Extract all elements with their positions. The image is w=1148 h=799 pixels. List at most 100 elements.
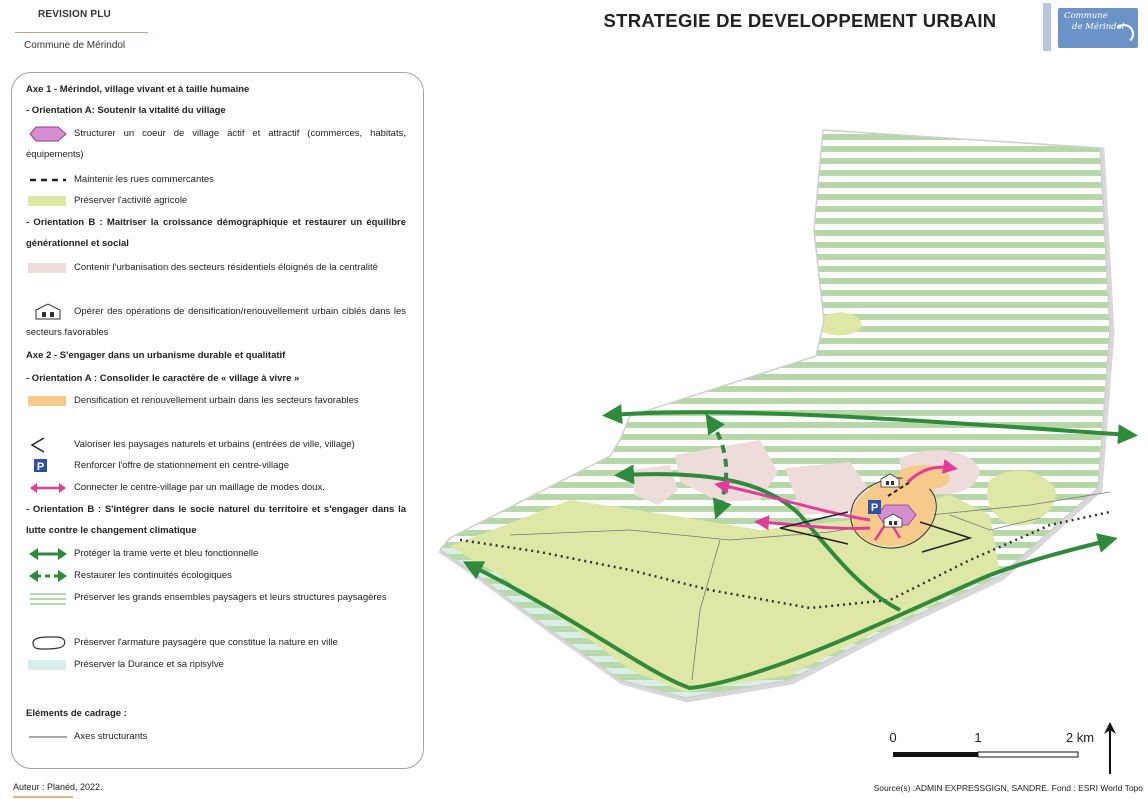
legend-coeur-text: Structurer un coeur de village actif et … <box>26 128 406 160</box>
commune-logo: Commune de Mérindol <box>1058 8 1138 48</box>
legend-item-coeur: Structurer un coeur de village actif et … <box>26 123 406 165</box>
legend-modes-text: Connecter le centre-village par un maill… <box>74 482 325 493</box>
green-corridor-west <box>614 464 901 612</box>
road-axis-east <box>949 514 1041 531</box>
legend-cadrage-text: Eléments de cadrage : <box>26 708 127 719</box>
green-dashed-arrow-icon <box>29 570 67 582</box>
legend-orientA-heading: - Orientation A: Soutenir la vitalité du… <box>26 100 406 121</box>
armature-outline-icon <box>32 636 66 650</box>
landscape-entry-chevron-west <box>779 511 849 545</box>
logo-swirl-icon <box>1114 24 1134 44</box>
soft-mobility-link-short-2 <box>873 524 887 541</box>
scale-tick-1: 1 <box>974 730 981 745</box>
legend-axes-text: Axes structurants <box>74 731 148 742</box>
legend-paysages-text: Valoriser les paysages naturels et urbai… <box>74 439 355 450</box>
green-corridor-north <box>602 404 1138 445</box>
legend-agri-text: Préserver l'activité agricole <box>74 195 188 206</box>
legend-item-operer: Opérer des opérations de densification/r… <box>26 301 406 343</box>
densification-house-marker-1 <box>880 473 900 488</box>
logo-accent-bar <box>1043 3 1051 51</box>
legend-item-rues: Maintenir les rues commercantes <box>26 169 406 190</box>
legend-orientA-text: - Orientation A: Soutenir la vitalité du… <box>26 105 226 116</box>
scale-segment-black <box>893 752 978 757</box>
parking-letter: P <box>37 461 44 473</box>
header-divider <box>15 32 148 33</box>
revision-label: REVISION PLU <box>38 9 111 20</box>
legend-parking-text: Renforcer l'offre de stationnement en ce… <box>74 460 289 471</box>
legend-contenir-text: Contenir l'urbanisation des secteurs rés… <box>74 262 378 273</box>
legend-item-ensembles: Préserver les grands ensembles paysagers… <box>26 587 406 608</box>
legend-ensembles-text: Préserver les grands ensembles paysagers… <box>74 592 387 603</box>
legend-item-trame: Protéger la trame verte et bleu fonction… <box>26 543 406 564</box>
soft-mobility-link-west <box>714 479 871 522</box>
legend-item-paysages: Valoriser les paysages naturels et urbai… <box>26 434 406 455</box>
legend-rues-text: Maintenir les rues commercantes <box>74 174 214 185</box>
densification-house-marker-2 <box>883 513 903 528</box>
hatch-lines-icon <box>30 593 66 605</box>
map-legend: Axe 1 - Mérindol, village vivant et à ta… <box>11 72 424 769</box>
soft-mobility-link-north <box>906 459 958 484</box>
legend-continuites-text: Restaurer les continuités écologiques <box>74 570 232 581</box>
logo-text-1: Commune <box>1064 11 1108 21</box>
header-left: REVISION PLU Commune de Mérindol <box>0 0 150 60</box>
legend-orientB2-text: - Orientation B : S'intégrer dans le soc… <box>26 504 406 536</box>
legend-item-axes: Axes structurants <box>26 726 406 747</box>
agri-swatch-icon <box>28 196 66 206</box>
commune-label: Commune de Mérindol <box>24 40 126 51</box>
legend-orientA2-heading: - Orientation A : Consolider le caractèr… <box>26 368 406 389</box>
thin-line-icon <box>29 736 67 738</box>
scale-tick-0: 0 <box>889 730 896 745</box>
coeur-hexagon-icon <box>29 126 67 142</box>
author-underline <box>13 796 73 798</box>
legend-item-durance: Préserver la Durance et sa ripisylve <box>26 654 406 675</box>
legend-orientA2-text: - Orientation A : Consolider le caractèr… <box>26 373 300 384</box>
legend-axe1-heading: Axe 1 - Mérindol, village vivant et à ta… <box>26 79 406 100</box>
road-axis-main <box>509 491 1111 541</box>
legend-axe2-text: Axe 2 - S'engager dans un urbanisme dura… <box>26 350 286 361</box>
legend-item-agri: Préserver l'activité agricole <box>26 190 406 211</box>
legend-orientB-text: - Orientation B : Maitriser la croissanc… <box>26 217 406 249</box>
legend-item-densif: Densification et renouvellement urbain d… <box>26 390 406 411</box>
scale-segment-white <box>977 751 1079 758</box>
legend-axe1-text: Axe 1 - Mérindol, village vivant et à ta… <box>26 84 250 95</box>
parking-marker-letter: P <box>871 502 878 514</box>
landscape-chevron-icon <box>30 437 45 453</box>
legend-orientB-heading: - Orientation B : Maitriser la croissanc… <box>26 212 406 254</box>
ecological-continuity-dashed <box>705 413 732 520</box>
scale-tick-2: 2 km <box>1066 730 1094 745</box>
green-double-arrow-icon <box>29 548 67 560</box>
legend-item-continuites: Restaurer les continuités écologiques <box>26 565 406 586</box>
parking-icon: P <box>34 459 47 473</box>
legend-operer-text: Opérer des opérations de densification/r… <box>26 306 406 338</box>
parking-marker <box>868 500 881 514</box>
legend-cadrage-heading: Eléments de cadrage : <box>26 703 406 724</box>
densification-orange-north <box>900 464 950 489</box>
logo-text-2: de Mérindol <box>1072 22 1125 32</box>
legend-armature-text: Préserver l'armature paysagère que const… <box>74 637 338 648</box>
legend-item-contenir: Contenir l'urbanisation des secteurs rés… <box>26 257 406 278</box>
legend-orientB2-heading: - Orientation B : S'intégrer dans le soc… <box>26 499 406 541</box>
agricultural-zone-north <box>820 312 862 336</box>
agricultural-zone-east <box>987 470 1056 526</box>
durance-swatch-icon <box>28 660 66 670</box>
legend-densif-text: Densification et renouvellement urbain d… <box>74 395 359 406</box>
pink-double-arrow-icon <box>30 483 66 493</box>
soft-mobility-link-west-2 <box>754 515 871 531</box>
legend-durance-text: Préserver la Durance et sa ripisylve <box>74 659 224 670</box>
north-arrow-icon <box>1104 722 1116 734</box>
page-title: STRATEGIE DE DEVELOPPEMENT URBAIN <box>603 10 997 31</box>
dashed-line-icon <box>30 178 66 182</box>
legend-item-armature: Préserver l'armature paysagère que const… <box>26 632 406 653</box>
residential-zone-2 <box>785 462 868 515</box>
legend-axe2-heading: Axe 2 - S'engager dans un urbanisme dura… <box>26 345 406 366</box>
green-corridor-south <box>462 533 1118 691</box>
densification-house-icon <box>35 303 61 320</box>
commune-boundary <box>438 129 1111 699</box>
legend-item-parking: P Renforcer l'offre de stationnement en … <box>26 455 406 476</box>
source-credit: Source(s) :ADMIN EXPRESSGIGN, SANDRE. Fo… <box>873 783 1143 793</box>
legend-trame-text: Protéger la trame verte et bleu fonction… <box>74 548 259 559</box>
author-credit: Auteur : Planéd, 2022. <box>13 782 103 792</box>
landscape-entry-chevron-east <box>919 521 973 553</box>
scale-bar: 0 1 2 km <box>889 722 1116 774</box>
commercial-street-dashed <box>887 481 911 497</box>
